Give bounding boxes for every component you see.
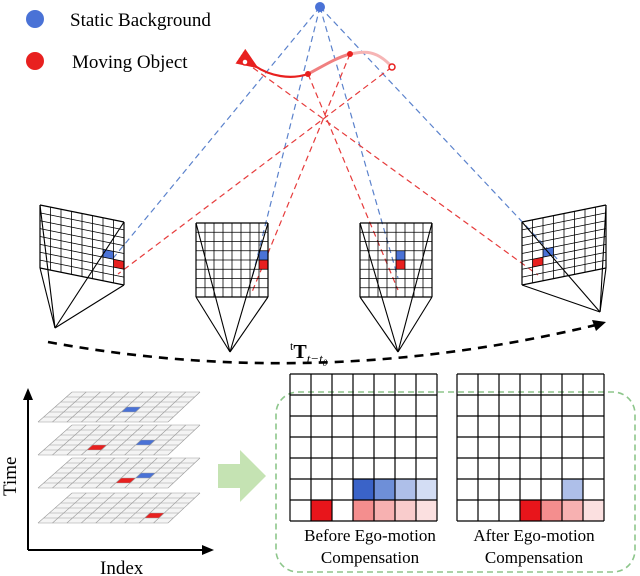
before-colored-cell bbox=[395, 479, 416, 500]
before-caption-line2: Compensation bbox=[321, 548, 420, 567]
before-grid bbox=[289, 373, 438, 522]
transform-label: tTt−t0 bbox=[290, 339, 328, 368]
object-position-1 bbox=[388, 63, 396, 71]
camera-2 bbox=[195, 222, 269, 353]
time-slice-3 bbox=[37, 457, 201, 489]
object-position-2 bbox=[347, 51, 353, 57]
static-cell bbox=[121, 407, 141, 412]
moving-pixel bbox=[532, 257, 543, 268]
moving-cell bbox=[86, 445, 107, 450]
moving-object-legend-dot bbox=[26, 52, 44, 70]
before-colored-cell bbox=[395, 500, 416, 521]
object-position-3 bbox=[305, 71, 311, 77]
moving-rays bbox=[117, 53, 539, 293]
static-pixel bbox=[259, 250, 268, 260]
time-axis-label: Time bbox=[0, 457, 21, 496]
static-background-legend-dot bbox=[26, 10, 44, 28]
time-index-stack: Time Index bbox=[0, 388, 214, 576]
before-colored-cell bbox=[353, 500, 374, 521]
moving-pixel bbox=[396, 260, 405, 270]
static-rays bbox=[109, 6, 561, 279]
moving-pixel bbox=[113, 259, 124, 270]
moving-cell bbox=[115, 478, 136, 483]
legend: Static Background Moving Object bbox=[26, 10, 211, 73]
after-colored-cell bbox=[583, 500, 604, 521]
after-colored-cell bbox=[541, 500, 562, 521]
camera-3 bbox=[359, 222, 433, 353]
after-colored-cell bbox=[562, 479, 583, 500]
camera-1 bbox=[39, 204, 125, 329]
time-slice-2 bbox=[37, 424, 201, 456]
after-colored-cell bbox=[520, 500, 541, 521]
static-pixel bbox=[103, 249, 114, 260]
compensation-panel: Before Ego-motion Compensation After Ego… bbox=[275, 373, 636, 573]
before-colored-cell bbox=[416, 479, 437, 500]
before-colored-cell bbox=[353, 479, 374, 500]
moving-object-trajectory bbox=[235, 2, 396, 78]
object-position-4 bbox=[241, 58, 249, 66]
before-caption-line1: Before Ego-motion bbox=[304, 526, 436, 545]
camera-4 bbox=[521, 204, 607, 313]
before-colored-cell bbox=[416, 500, 437, 521]
time-slice-1 bbox=[37, 391, 201, 423]
after-colored-cell bbox=[562, 500, 583, 521]
after-caption-line2: Compensation bbox=[485, 548, 584, 567]
index-axis-label: Index bbox=[100, 558, 144, 576]
static-background-legend-label: Static Background bbox=[70, 10, 211, 31]
after-caption-line1: After Ego-motion bbox=[473, 526, 595, 545]
static-cell bbox=[135, 440, 156, 445]
static-cell bbox=[135, 473, 156, 478]
after-grid bbox=[456, 373, 605, 522]
transition-arrow bbox=[218, 450, 266, 502]
before-colored-cell bbox=[311, 500, 332, 521]
before-colored-cell bbox=[374, 500, 395, 521]
time-slice-4 bbox=[37, 492, 201, 524]
static-pixel bbox=[396, 250, 405, 260]
moving-cell bbox=[144, 513, 165, 518]
slices bbox=[37, 391, 201, 524]
before-colored-cell bbox=[374, 479, 395, 500]
moving-object-legend-label: Moving Object bbox=[72, 52, 188, 73]
static-point bbox=[315, 2, 325, 12]
cameras bbox=[39, 204, 607, 353]
camera-motion-arrow: tTt−t0 bbox=[47, 320, 606, 368]
moving-pixel bbox=[259, 260, 268, 270]
